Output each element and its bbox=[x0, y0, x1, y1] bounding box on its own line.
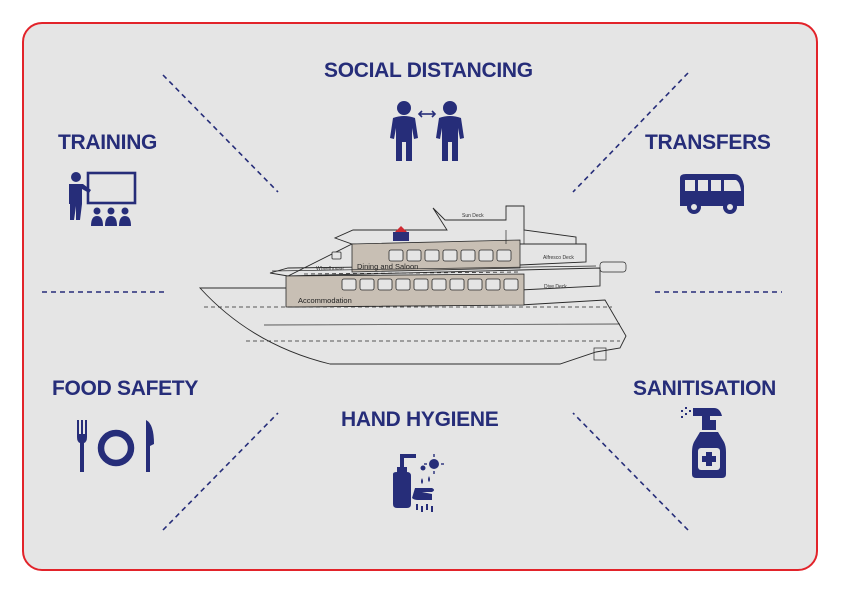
connector-top-left bbox=[162, 74, 279, 193]
dining-saloon-label: Dining and Saloon bbox=[357, 262, 419, 271]
spray-bottle-icon bbox=[681, 407, 726, 478]
cutlery-plate-icon bbox=[77, 420, 154, 472]
alfresco-deck-label: Alfresco Deck bbox=[543, 255, 574, 261]
food-safety-label: FOOD SAFETY bbox=[52, 377, 199, 400]
social-distancing-label: SOCIAL DISTANCING bbox=[324, 59, 533, 82]
connector-bottom-left bbox=[162, 412, 279, 531]
ship-windows bbox=[331, 249, 519, 291]
hand-wash-icon bbox=[393, 454, 444, 512]
people-distance-icon bbox=[390, 101, 464, 161]
training-icon bbox=[69, 171, 137, 226]
dive-deck-label: Dive Deck bbox=[544, 284, 567, 290]
sanitisation-label: SANITISATION bbox=[633, 377, 777, 400]
sun-deck-label: Sun Deck bbox=[462, 213, 484, 219]
connector-top-right bbox=[572, 72, 689, 193]
ship-logo bbox=[393, 226, 409, 241]
accommodation-label: Accommodation bbox=[298, 296, 352, 305]
training-label: TRAINING bbox=[58, 131, 158, 154]
wheelhouse-label: Wheelhouse bbox=[316, 266, 344, 272]
bus-icon bbox=[680, 174, 744, 214]
connector-bottom-right bbox=[572, 412, 689, 531]
hand-hygiene-label: HAND HYGIENE bbox=[341, 408, 499, 431]
transfers-label: TRANSFERS bbox=[645, 131, 771, 154]
ship-sun-deck bbox=[333, 205, 577, 245]
